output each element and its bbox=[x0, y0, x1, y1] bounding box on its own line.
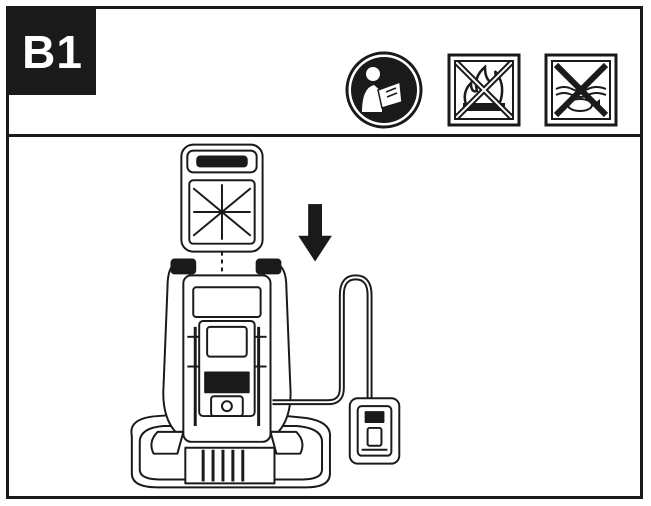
cable bbox=[272, 274, 373, 406]
instruction-panel: B1 bbox=[6, 6, 643, 499]
insert-arrow bbox=[298, 204, 332, 262]
read-manual-icon bbox=[345, 51, 423, 129]
battery-pack bbox=[180, 143, 264, 253]
step-badge: B1 bbox=[9, 9, 96, 95]
backpack-frame bbox=[182, 274, 272, 443]
no-water-discharge-icon bbox=[544, 53, 618, 127]
step-label: B1 bbox=[22, 26, 83, 78]
backpack-assembly-illustration bbox=[130, 143, 401, 489]
adapter-plate bbox=[348, 397, 401, 465]
panel-header: B1 bbox=[9, 9, 640, 137]
no-open-flame-icon bbox=[447, 53, 521, 127]
